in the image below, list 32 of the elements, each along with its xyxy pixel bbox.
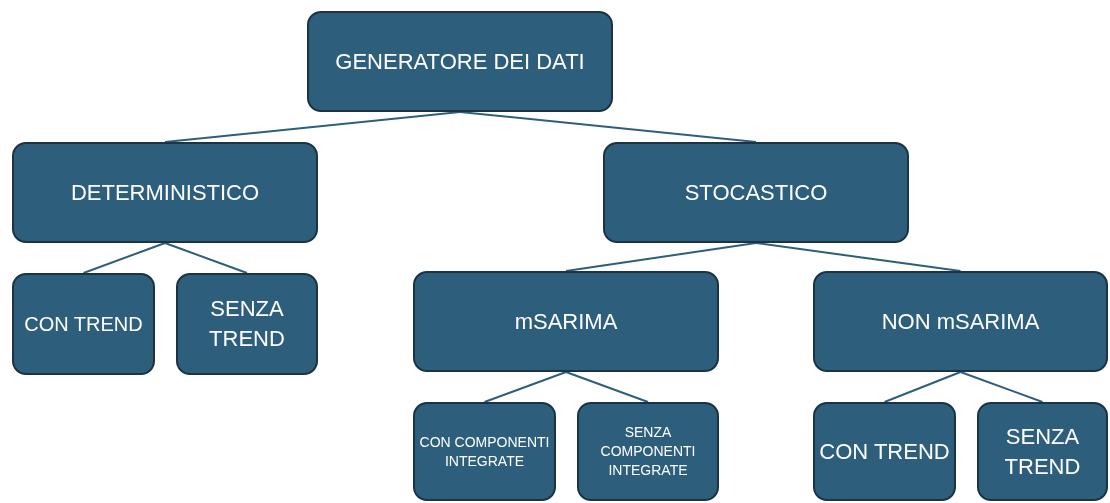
connector-line [82, 242, 166, 274]
node-label: NON mSARIMA [881, 307, 1040, 336]
node-label: CON TREND [819, 437, 950, 466]
node-label: CON COMPONENTI INTEGRATE [419, 432, 550, 471]
node-label: SENZA TREND [208, 295, 286, 353]
connector-line [565, 371, 649, 403]
category-box [12, 142, 318, 243]
category-box [307, 11, 613, 112]
node-label: STOCASTICO [684, 178, 828, 207]
node-label: SENZA TREND [1003, 422, 1082, 481]
connector-line [959, 371, 1044, 403]
connector-line [483, 371, 567, 403]
category-box [413, 271, 719, 372]
connector-line [164, 111, 461, 143]
node-label: DETERMINISTICO [70, 178, 260, 207]
category-box [977, 402, 1108, 501]
category-box [577, 402, 719, 501]
node-label: SENZA COMPONENTI INTEGRATE [599, 423, 697, 480]
category-box [813, 271, 1108, 372]
category-box [12, 273, 155, 375]
category-box [813, 402, 956, 501]
node-label: CON TREND [24, 311, 143, 337]
connector-line [164, 242, 248, 274]
category-box [413, 402, 556, 501]
category-box [603, 142, 909, 243]
connector-line [755, 242, 962, 272]
connector-line [883, 371, 962, 403]
node-label: mSARIMA [514, 307, 618, 336]
category-box [176, 273, 318, 375]
connector-line [565, 242, 757, 272]
connector-line [459, 111, 757, 143]
node-label: GENERATORE DEI DATI [335, 47, 585, 76]
